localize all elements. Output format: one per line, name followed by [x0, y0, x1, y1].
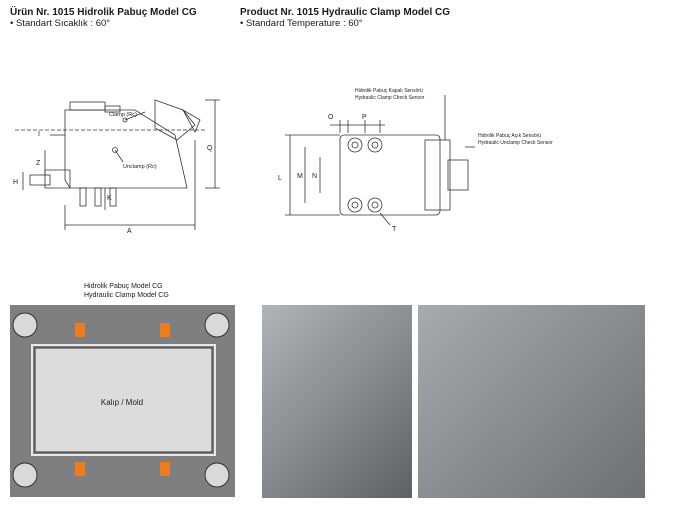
- top-block: [69, 101, 106, 111]
- dim-o: O: [328, 114, 334, 121]
- sensor-closed-en: Hydraulic Clamp Check Sensor: [355, 95, 425, 101]
- clamp-marker: [75, 462, 85, 476]
- tie-bar: [204, 462, 230, 488]
- dim-m: M: [297, 173, 303, 180]
- dim-k: K: [107, 195, 112, 202]
- mold-label: Kalıp / Mold: [101, 398, 143, 407]
- sensor-open-tr: Hidrolik Pabuç Açık Sensörü: [478, 133, 541, 139]
- temperature-spec-tr: • Standart Sıcaklık : 60°: [10, 18, 111, 29]
- photo-press-right: [418, 305, 645, 498]
- clamp-arm: [154, 99, 196, 141]
- callout-tr: Hidrolik Pabuç Model CG: [84, 283, 163, 290]
- clamp-marker: [75, 323, 85, 337]
- mold-layout-diagram: Kalıp / Mold: [10, 305, 235, 497]
- top-view-drawing: O P L M N T Hidrolik Pabuç Kapalı Sensör…: [278, 88, 553, 233]
- clamp-body: [64, 109, 188, 189]
- dim-p: P: [362, 114, 367, 121]
- clamp-base: [339, 134, 441, 216]
- dim-l: L: [278, 175, 282, 182]
- tie-bar: [204, 312, 230, 338]
- header-english: Product Nr. 1015 Hydraulic Clamp Model C…: [240, 7, 450, 29]
- sensor-open-en: Hydraulic Unclamp Check Sensor: [478, 140, 553, 146]
- temperature-spec-en: • Standard Temperature : 60°: [240, 18, 363, 29]
- label-clamp: Clamp (Rc): [109, 112, 137, 118]
- side-view-drawing: Clamp (Rc) Unclamp (Rc) I Z H K A Q: [13, 99, 220, 235]
- photo-press-left: [262, 305, 412, 498]
- tie-bar: [12, 462, 38, 488]
- dim-h: H: [13, 179, 18, 186]
- mold: [34, 347, 213, 453]
- dim-t: T: [392, 226, 397, 233]
- label-unclamp: Unclamp (Rc): [123, 164, 157, 170]
- dim-z: Z: [36, 160, 41, 167]
- clamp-marker: [160, 323, 170, 337]
- dim-q: Q: [207, 145, 213, 152]
- clamp-head: [424, 139, 451, 211]
- callout-en: Hydraulic Clamp Model CG: [84, 292, 169, 299]
- callout-text: Hidrolik Pabuç Model CG Hydraulic Clamp …: [84, 282, 169, 300]
- dim-a: A: [127, 228, 132, 235]
- header-turkish: Ürün Nr. 1015 Hidrolik Pabuç Model CG • …: [10, 7, 197, 29]
- clamp-port: [122, 117, 128, 123]
- sensor-closed-tr: Hidrolik Pabuç Kapalı Sensörü: [355, 88, 423, 94]
- product-title-tr: Ürün Nr. 1015 Hidrolik Pabuç Model CG: [10, 7, 197, 18]
- clamp-marker: [160, 462, 170, 476]
- dim-n: N: [312, 173, 317, 180]
- dim-i: I: [38, 131, 40, 138]
- product-title-en: Product Nr. 1015 Hydraulic Clamp Model C…: [240, 7, 451, 18]
- tie-bar: [12, 312, 38, 338]
- unclamp-port: [112, 147, 118, 153]
